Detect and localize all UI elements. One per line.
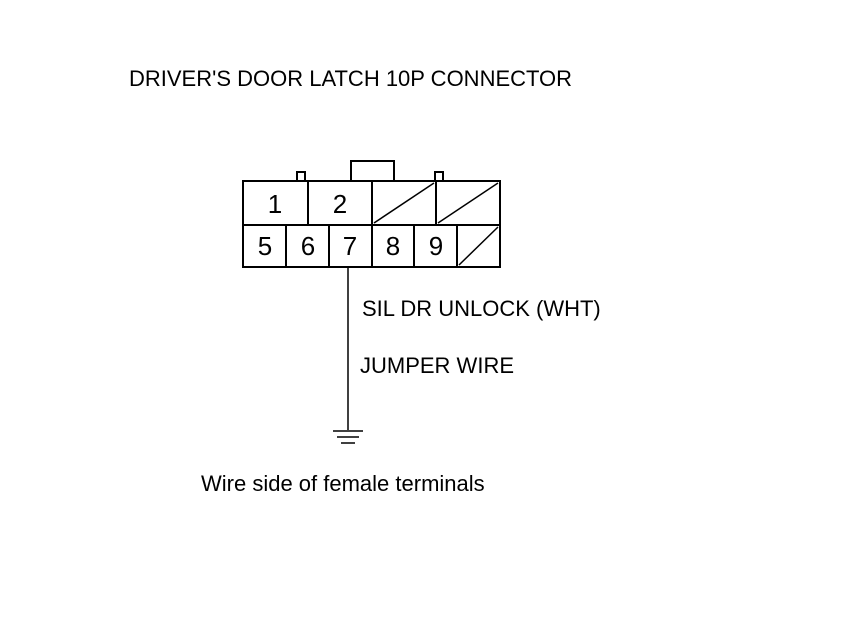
- terminal-number: 8: [386, 231, 400, 261]
- empty-cavity-slash: [458, 226, 499, 266]
- page-title: DRIVER'S DOOR LATCH 10P CONNECTOR: [129, 66, 573, 91]
- terminal-number: 6: [301, 231, 315, 261]
- wire-label: SIL DR UNLOCK (WHT): [362, 296, 601, 321]
- connector-pin-left: [296, 171, 306, 182]
- jumper-wire-label: JUMPER WIRE: [360, 353, 514, 378]
- terminal-number: 5: [258, 231, 272, 261]
- terminal-number: 1: [268, 189, 282, 219]
- connector-latch: [350, 160, 395, 182]
- empty-cavity-slash: [373, 182, 435, 224]
- terminal-number: 9: [429, 231, 443, 261]
- empty-cavity-slash: [437, 182, 499, 224]
- caption: Wire side of female terminals: [201, 471, 485, 496]
- ground-icon: [333, 430, 363, 444]
- connector-pin-right: [434, 171, 444, 182]
- terminal-number: 2: [333, 189, 347, 219]
- terminal-number: 7: [343, 231, 357, 261]
